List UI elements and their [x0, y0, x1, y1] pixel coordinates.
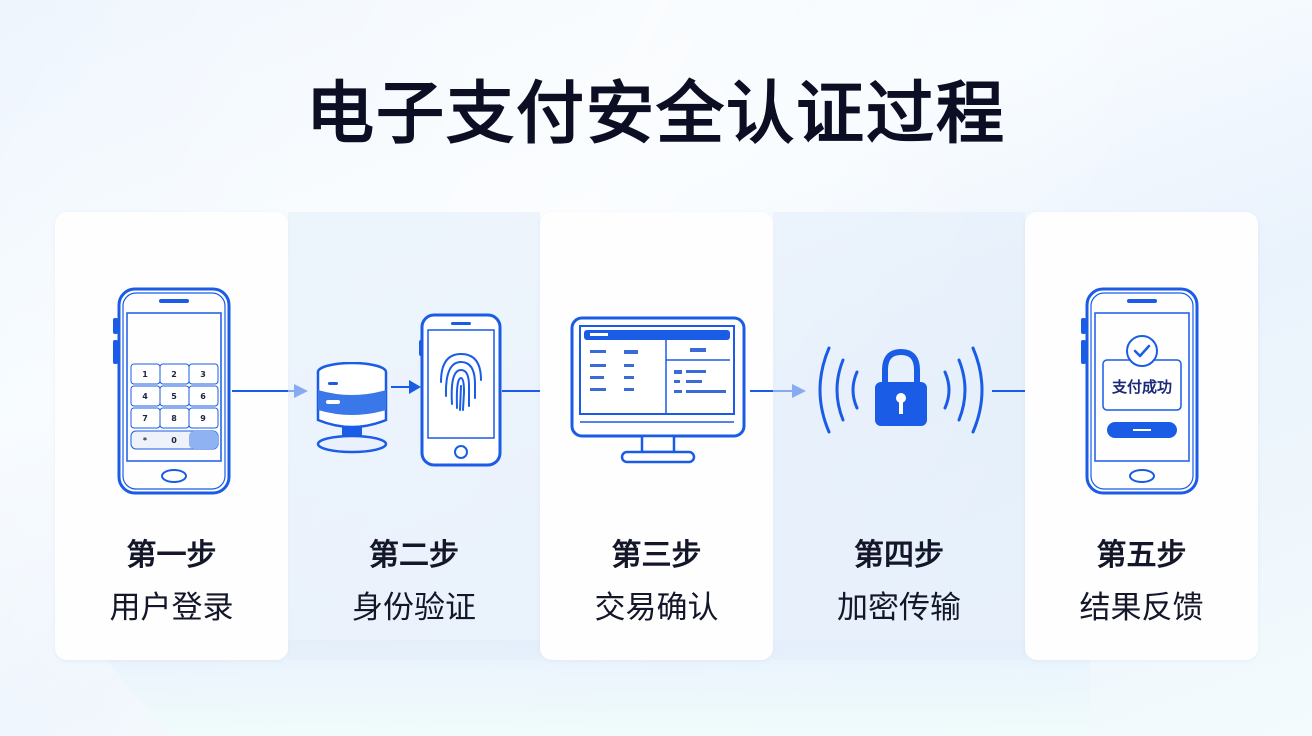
svg-text:7: 7: [142, 414, 148, 423]
step-card-5: 支付成功 第五步 结果反馈: [1025, 212, 1258, 660]
step-card-2: 第二步 身份验证: [288, 212, 540, 660]
step-number: 第四步: [854, 538, 944, 573]
fingerprint-phone-icon: [419, 313, 502, 467]
svg-text:4: 4: [142, 392, 148, 401]
smartphone-keypad-icon: 1 2 3 4 5 6 7 8 9 * 0: [113, 287, 231, 495]
step-name: 身份验证: [352, 590, 476, 626]
svg-text:9: 9: [200, 414, 206, 423]
step-number: 第二步: [369, 538, 459, 573]
phone-success-icon: 支付成功: [1081, 287, 1199, 495]
step-card-3: 第三步 交易确认: [540, 212, 773, 660]
step-card-1: 1 2 3 4 5 6 7 8 9 * 0 第一步 用户登录: [55, 212, 288, 660]
server-database-icon: [316, 362, 388, 454]
step-name: 结果反馈: [1079, 590, 1204, 626]
step-name: 加密传输: [837, 590, 961, 626]
step-name: 交易确认: [594, 590, 719, 626]
padlock-signal-icon: [818, 346, 984, 434]
svg-text:*: *: [143, 436, 148, 445]
svg-text:3: 3: [200, 370, 206, 379]
svg-text:1: 1: [142, 370, 148, 379]
step-number: 第五步: [1096, 538, 1187, 573]
page-title: 电子支付安全认证过程: [305, 75, 1006, 154]
step-number: 第三步: [611, 538, 702, 573]
step-name: 用户登录: [109, 590, 234, 626]
svg-text:6: 6: [200, 392, 206, 401]
monitor-transaction-icon: [570, 316, 746, 464]
flow-arrow-inner: [391, 380, 421, 394]
svg-text:2: 2: [171, 370, 177, 379]
svg-text:0: 0: [171, 436, 177, 445]
step-card-4: 第四步 加密传输: [773, 212, 1025, 660]
step-number: 第一步: [126, 538, 217, 573]
svg-text:8: 8: [171, 414, 177, 423]
svg-text:5: 5: [171, 392, 177, 401]
success-text: 支付成功: [1111, 378, 1172, 396]
